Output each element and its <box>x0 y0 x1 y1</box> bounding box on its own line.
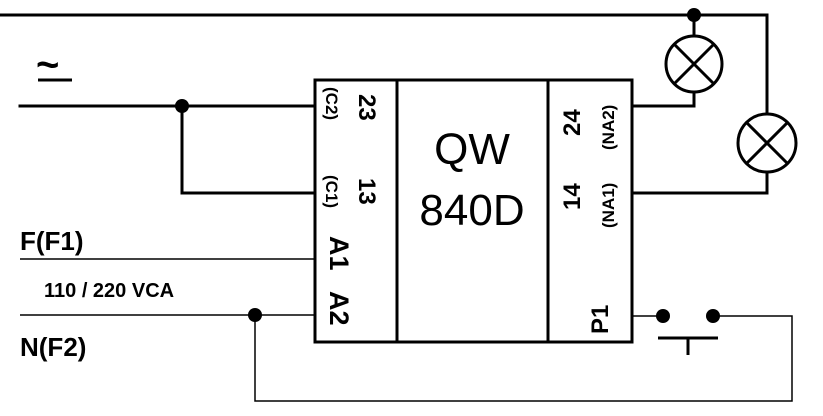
terminal-na1: (NA1) <box>599 183 618 228</box>
junction-dot-icon <box>248 308 262 322</box>
terminal-23: 23 <box>353 94 380 121</box>
terminal-c1: (C1) <box>322 175 341 208</box>
na2-output-wire <box>630 90 696 108</box>
neutral-label: N(F2) <box>20 332 86 362</box>
push-button-icon <box>658 336 718 355</box>
push-button-return-wire <box>254 315 793 402</box>
junction-dot-icon <box>656 309 670 323</box>
c1-bridge-wire <box>180 104 317 195</box>
lamp-icon <box>736 112 798 174</box>
terminal-13: 13 <box>353 178 380 205</box>
terminal-p1: P1 <box>587 305 614 334</box>
relay-body <box>313 78 634 344</box>
terminal-14: 14 <box>559 183 586 210</box>
ac-symbol: ~ <box>36 43 59 87</box>
voltage-label: 110 / 220 VCA <box>44 280 174 302</box>
terminal-c2: (C2) <box>322 87 341 120</box>
device-name-line1: QW <box>434 125 510 174</box>
terminal-a2: A2 <box>324 291 354 326</box>
junction-dot-icon <box>687 8 701 22</box>
junction-dot-icon <box>706 309 720 323</box>
top-wire <box>0 13 769 117</box>
na1-output-wire <box>630 170 769 195</box>
device-name-line2: 840D <box>419 186 524 235</box>
terminal-na2: (NA2) <box>599 105 618 150</box>
junction-dot-icon <box>175 99 189 113</box>
lamp-icon <box>664 34 724 94</box>
terminal-24: 24 <box>559 109 586 136</box>
terminal-a1: A1 <box>324 236 354 271</box>
phase-label: F(F1) <box>20 226 84 256</box>
